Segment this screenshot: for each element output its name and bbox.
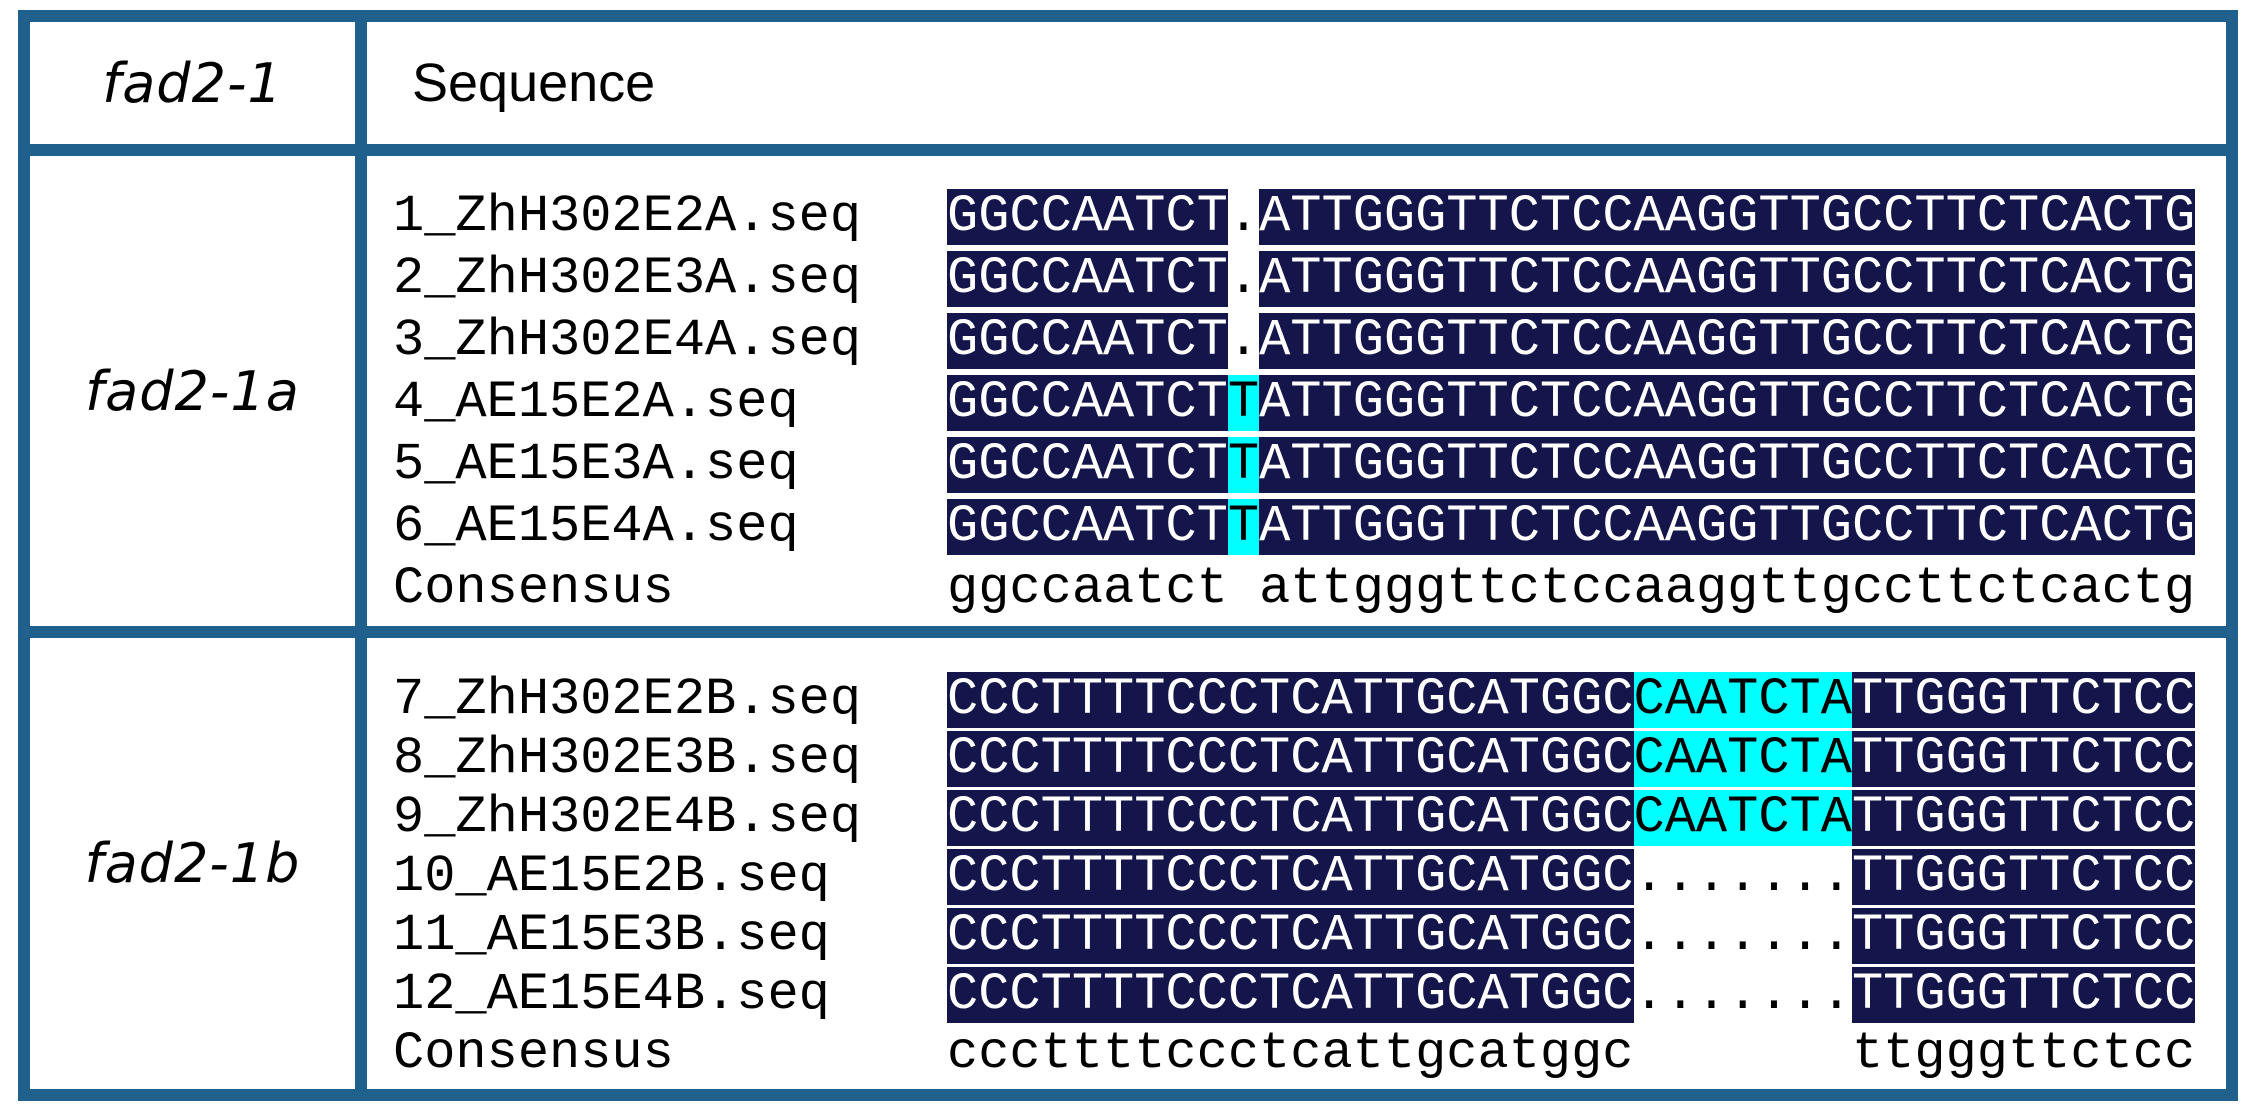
consensus-row: Consensus ggccaatct attgggttctccaaggttgcc… bbox=[367, 558, 2226, 620]
sequence-name: 7_ZhH302E2B.seq bbox=[393, 669, 862, 729]
group-b-label-cell: fad2-1b bbox=[30, 638, 367, 1089]
group-b-label: fad2-1b bbox=[84, 832, 301, 895]
sequence-segment: GGCCAATCT bbox=[947, 311, 1228, 370]
sequence-segment: GGCCAATCT bbox=[947, 249, 1228, 308]
header-row: fad2-1 Sequence bbox=[30, 22, 2226, 144]
sequence-segment: CCCTTTTCCCTCATTGCATGGC bbox=[947, 964, 1634, 1024]
gap-segment: . bbox=[1227, 249, 1260, 308]
variant-segment: T bbox=[1227, 435, 1260, 494]
consensus-name: Consensus bbox=[393, 559, 674, 618]
sequence-name: 11_AE15E3B.seq bbox=[393, 905, 830, 965]
gap-segment: . bbox=[1227, 311, 1260, 370]
sequence-segment: ATTGGGTTCTCCAAGGTTGCCTTCTCACTG bbox=[1259, 497, 2196, 556]
gap-segment: ....... bbox=[1633, 905, 1852, 965]
sequence-segment: TTGGGTTCTCC bbox=[1851, 669, 2196, 729]
consensus-gap-segment bbox=[1634, 1026, 1852, 1082]
sequence-name: 8_ZhH302E3B.seq bbox=[393, 728, 862, 788]
sequence-name: 4_AE15E2A.seq bbox=[393, 373, 799, 432]
alignment-row: 3_ZhH302E4A.seq GGCCAATCT.ATTGGGTTCTCCAAG… bbox=[367, 310, 2226, 372]
consensus-gap-segment bbox=[1228, 561, 1259, 617]
consensus-segment: attgggttctccaaggttgccttctcactg bbox=[1259, 559, 2196, 618]
alignment-row: 1_ZhH302E2A.seq GGCCAATCT.ATTGGGTTCTCCAAG… bbox=[367, 186, 2226, 248]
sequence-segment: CCCTTTTCCCTCATTGCATGGC bbox=[947, 787, 1634, 847]
sequence-segment: ATTGGGTTCTCCAAGGTTGCCTTCTCACTG bbox=[1259, 187, 2196, 246]
consensus-segment: cccttttccctcattgcatggc bbox=[947, 1023, 1634, 1083]
sequence-segment: TTGGGTTCTCC bbox=[1851, 905, 2196, 965]
sequence-column-label: Sequence bbox=[412, 53, 656, 113]
horizontal-divider bbox=[30, 626, 2226, 638]
variant-segment: CAATCTA bbox=[1633, 728, 1852, 788]
gap-segment: . bbox=[1227, 187, 1260, 246]
sequence-segment: TTGGGTTCTCC bbox=[1851, 787, 2196, 847]
sequence-segment: TTGGGTTCTCC bbox=[1851, 964, 2196, 1024]
gap-segment: ....... bbox=[1633, 846, 1852, 906]
sequence-segment: CCCTTTTCCCTCATTGCATGGC bbox=[947, 846, 1634, 906]
group-a-label-cell: fad2-1a bbox=[30, 156, 367, 626]
sequence-name: 9_ZhH302E4B.seq bbox=[393, 787, 862, 847]
variant-segment: T bbox=[1227, 497, 1260, 556]
sequence-name: 5_AE15E3A.seq bbox=[393, 435, 799, 494]
sequence-segment: GGCCAATCT bbox=[947, 187, 1228, 246]
variant-segment: T bbox=[1227, 373, 1260, 432]
group-a-label: fad2-1a bbox=[85, 359, 300, 423]
alignment-row: 10_AE15E2B.seq CCCTTTTCCCTCATTGCATGGC....… bbox=[367, 847, 2226, 906]
sequence-segment: ATTGGGTTCTCCAAGGTTGCCTTCTCACTG bbox=[1259, 249, 2196, 308]
sequence-name: 1_ZhH302E2A.seq bbox=[393, 187, 862, 246]
sequence-segment: TTGGGTTCTCC bbox=[1851, 846, 2196, 906]
sequence-name: 10_AE15E2B.seq bbox=[393, 846, 830, 906]
gene-family-label: fad2-1 bbox=[102, 51, 283, 115]
alignment-row: 2_ZhH302E3A.seq GGCCAATCT.ATTGGGTTCTCCAAG… bbox=[367, 248, 2226, 310]
sequence-name: 2_ZhH302E3A.seq bbox=[393, 249, 862, 308]
sequence-segment: CCCTTTTCCCTCATTGCATGGC bbox=[947, 728, 1634, 788]
sequence-name: 12_AE15E4B.seq bbox=[393, 964, 830, 1024]
variant-segment: CAATCTA bbox=[1633, 669, 1852, 729]
sequence-segment: GGCCAATCT bbox=[947, 373, 1228, 432]
variant-segment: CAATCTA bbox=[1633, 787, 1852, 847]
sequence-segment: GGCCAATCT bbox=[947, 497, 1228, 556]
horizontal-divider bbox=[30, 144, 2226, 156]
consensus-segment: ttgggttctcc bbox=[1851, 1023, 2196, 1083]
sequence-segment: TTGGGTTCTCC bbox=[1851, 728, 2196, 788]
header-sequence-cell: Sequence bbox=[367, 22, 2226, 144]
sequence-segment: ATTGGGTTCTCCAAGGTTGCCTTCTCACTG bbox=[1259, 373, 2196, 432]
consensus-name: Consensus bbox=[393, 1023, 674, 1083]
sequence-segment: GGCCAATCT bbox=[947, 435, 1228, 494]
sequence-segment: CCCTTTTCCCTCATTGCATGGC bbox=[947, 669, 1634, 729]
consensus-segment: ggccaatct bbox=[947, 559, 1228, 618]
header-gene-cell: fad2-1 bbox=[30, 22, 367, 144]
consensus-row: Consensus cccttttccctcattgcatggc ttgggttc… bbox=[367, 1024, 2226, 1083]
sequence-name: 3_ZhH302E4A.seq bbox=[393, 311, 862, 370]
sequence-segment: CCCTTTTCCCTCATTGCATGGC bbox=[947, 905, 1634, 965]
sequence-name: 6_AE15E4A.seq bbox=[393, 497, 799, 556]
alignment-row: 11_AE15E3B.seq CCCTTTTCCCTCATTGCATGGC....… bbox=[367, 906, 2226, 965]
sequence-segment: ATTGGGTTCTCCAAGGTTGCCTTCTCACTG bbox=[1259, 435, 2196, 494]
gap-segment: ....... bbox=[1633, 964, 1852, 1024]
sequence-segment: ATTGGGTTCTCCAAGGTTGCCTTCTCACTG bbox=[1259, 311, 2196, 370]
alignment-row: 12_AE15E4B.seq CCCTTTTCCCTCATTGCATGGC....… bbox=[367, 965, 2226, 1024]
